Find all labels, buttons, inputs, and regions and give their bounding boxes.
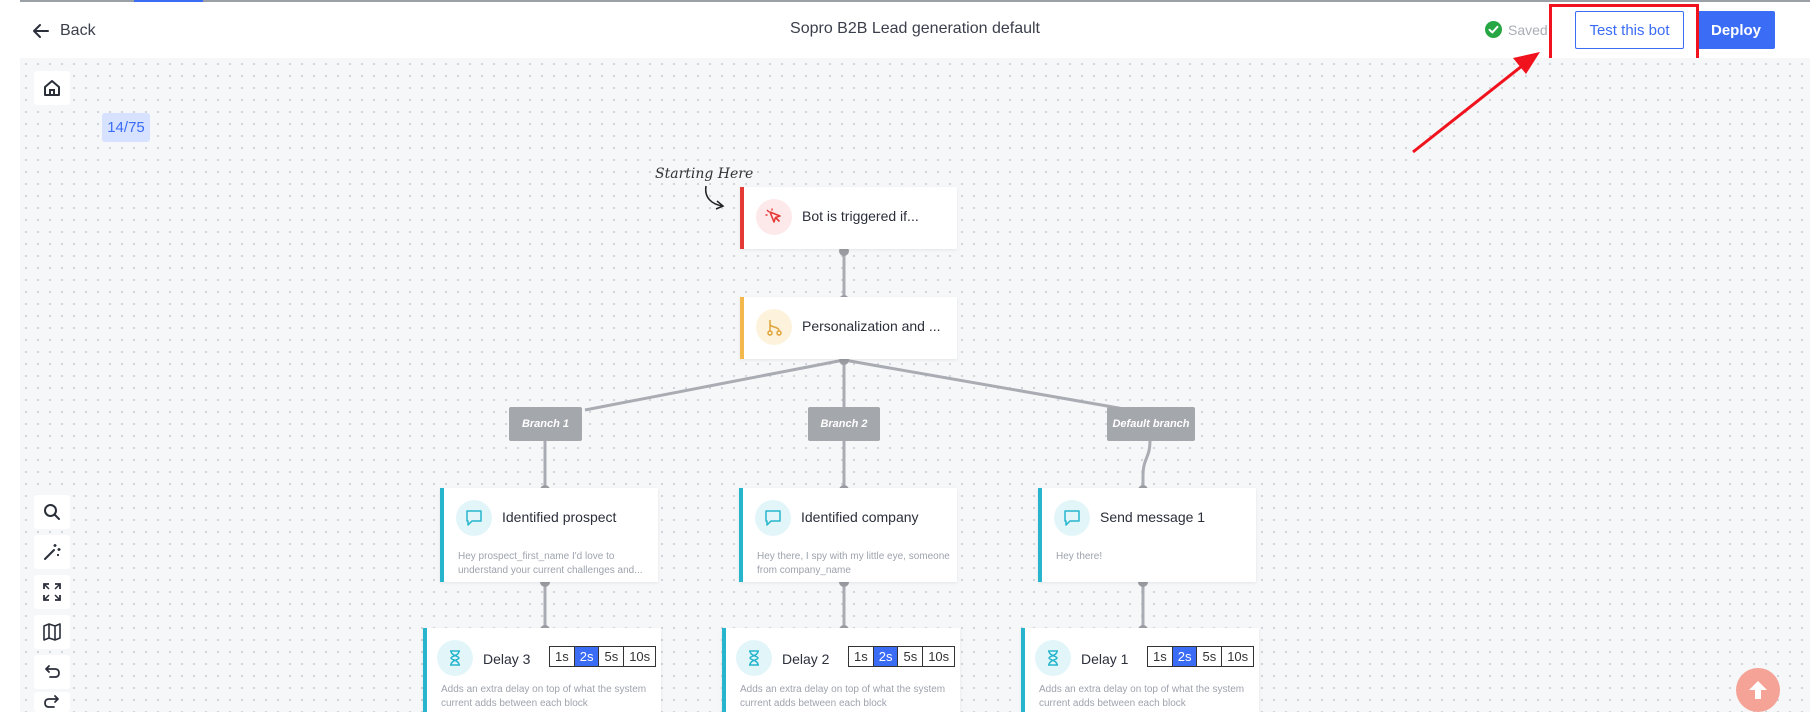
message-icon-wrap: [1054, 500, 1090, 536]
left-margin: [0, 0, 20, 712]
delay-option-1s[interactable]: 1s: [849, 647, 874, 666]
scroll-top-button[interactable]: [1736, 668, 1780, 712]
chat-bubble-icon: [1064, 510, 1080, 526]
chat-bubble-icon: [765, 510, 781, 526]
delay-options: 1s 2s 5s 10s: [848, 646, 956, 667]
message-label: Identified prospect: [502, 509, 617, 525]
saved-label: Saved: [1508, 21, 1548, 38]
home-button[interactable]: [34, 71, 70, 105]
branch-tag-default[interactable]: Default branch: [1107, 407, 1195, 441]
step-counter: 14/75: [102, 113, 150, 142]
branch-split-icon: [767, 320, 782, 336]
delay-node-3[interactable]: Delay 3 1s 2s 5s 10s Adds an extra delay…: [423, 628, 661, 712]
message-node-3[interactable]: Send message 1 Hey there!: [1038, 488, 1256, 582]
flow-canvas[interactable]: 14/75 Starting Here Bot is triggered if.…: [20, 58, 1810, 712]
delay-icon-wrap: [736, 640, 772, 676]
saved-status: Saved: [1485, 21, 1548, 38]
delay-option-1s[interactable]: 1s: [1148, 647, 1173, 666]
top-bar: Back Sopro B2B Lead generation default S…: [20, 2, 1810, 59]
delay-option-2s[interactable]: 2s: [873, 647, 899, 666]
map-icon: [43, 623, 61, 641]
delay-label: Delay 1: [1081, 651, 1129, 667]
redo-button[interactable]: [34, 692, 70, 712]
delay-icon-wrap: [437, 640, 473, 676]
message-icon-wrap: [456, 500, 492, 536]
message-node-1[interactable]: Identified prospect Hey prospect_first_n…: [440, 488, 658, 582]
delay-node-1[interactable]: Delay 1 1s 2s 5s 10s Adds an extra delay…: [1021, 628, 1259, 712]
arrow-left-icon: [33, 24, 49, 38]
top-border: [20, 0, 1810, 2]
branch-tag-2[interactable]: Branch 2: [808, 407, 880, 441]
message-icon-wrap: [755, 500, 791, 536]
magic-wand-icon: [44, 544, 61, 560]
home-icon: [44, 80, 60, 96]
redo-icon: [44, 695, 59, 708]
branch-tag-1[interactable]: Branch 1: [509, 407, 582, 441]
delay-option-10s[interactable]: 10s: [1222, 647, 1254, 666]
delay-option-10s[interactable]: 10s: [923, 647, 955, 666]
trigger-icon-wrap: [756, 199, 792, 235]
fit-view-icon: [43, 583, 61, 601]
delay-options: 1s 2s 5s 10s: [1147, 646, 1255, 667]
arrow-up-icon: [1749, 681, 1767, 699]
message-label: Send message 1: [1100, 509, 1206, 525]
personalization-node[interactable]: Personalization and ...: [740, 297, 957, 359]
search-icon: [44, 504, 60, 520]
delay-option-5s[interactable]: 5s: [1197, 647, 1223, 666]
delay-options: 1s 2s 5s 10s: [549, 646, 657, 667]
message-label: Identified company: [801, 509, 919, 525]
undo-icon: [45, 665, 60, 678]
personalization-label: Personalization and ...: [802, 318, 941, 334]
delay-option-1s[interactable]: 1s: [550, 647, 575, 666]
delay-node-2[interactable]: Delay 2 1s 2s 5s 10s Adds an extra delay…: [722, 628, 960, 712]
delay-option-5s[interactable]: 5s: [599, 647, 625, 666]
delay-option-2s[interactable]: 2s: [574, 647, 600, 666]
test-bot-button[interactable]: Test this bot: [1575, 11, 1684, 49]
minimap-button[interactable]: [34, 615, 70, 649]
auto-layout-button[interactable]: [34, 535, 70, 569]
fit-view-button[interactable]: [34, 575, 70, 609]
undo-button[interactable]: [34, 655, 70, 689]
hourglass-icon: [450, 650, 460, 666]
start-annotation: Starting Here: [655, 166, 754, 182]
delay-description: Adds an extra delay on top of what the s…: [1039, 684, 1245, 709]
hourglass-icon: [749, 650, 759, 666]
delay-label: Delay 2: [782, 651, 830, 667]
message-preview: Hey there, I spy with my little eye, som…: [757, 551, 950, 576]
trigger-node[interactable]: Bot is triggered if...: [740, 187, 957, 249]
delay-option-2s[interactable]: 2s: [1172, 647, 1198, 666]
delay-description: Adds an extra delay on top of what the s…: [441, 684, 647, 709]
hourglass-icon: [1048, 650, 1058, 666]
search-button[interactable]: [34, 495, 70, 529]
chat-bubble-icon: [466, 510, 482, 526]
message-preview: Hey prospect_first_name I'd love to unde…: [458, 551, 643, 576]
back-label: Back: [60, 22, 96, 39]
delay-label: Delay 3: [483, 651, 531, 667]
personalization-icon-wrap: [756, 309, 792, 345]
message-preview: Hey there!: [1056, 551, 1103, 562]
delay-description: Adds an extra delay on top of what the s…: [740, 684, 946, 709]
deploy-button[interactable]: Deploy: [1697, 11, 1775, 49]
delay-option-5s[interactable]: 5s: [898, 647, 924, 666]
message-node-2[interactable]: Identified company Hey there, I spy with…: [739, 488, 957, 582]
delay-icon-wrap: [1035, 640, 1071, 676]
active-tab-indicator: [134, 0, 203, 2]
trigger-label: Bot is triggered if...: [802, 208, 919, 224]
delay-option-10s[interactable]: 10s: [624, 647, 656, 666]
back-button[interactable]: Back: [32, 18, 96, 44]
flow-connectors: [540, 185, 1152, 635]
cursor-click-icon: [765, 208, 781, 223]
check-circle-icon: [1485, 21, 1502, 38]
